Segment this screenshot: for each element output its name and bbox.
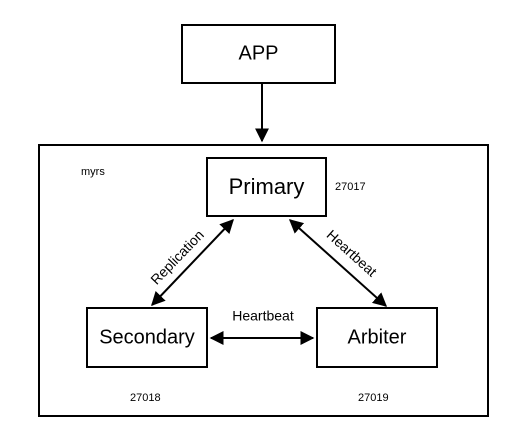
secondary-node-label: Secondary xyxy=(99,326,195,348)
arbiter-node-box xyxy=(316,307,438,368)
primary-port: 27017 xyxy=(335,181,366,193)
secondary-arbiter-heartbeat-label: Heartbeat xyxy=(232,308,294,324)
primary-node: Primary 27017 xyxy=(206,157,366,217)
app-node-label: APP xyxy=(238,42,278,64)
arbiter-node: Arbiter 27019 xyxy=(316,307,438,404)
secondary-node-box xyxy=(86,307,208,368)
app-node: APP xyxy=(181,24,336,84)
app-node-box xyxy=(181,24,336,84)
arbiter-port: 27019 xyxy=(358,392,389,404)
secondary-port: 27018 xyxy=(130,392,161,404)
replication-arrow xyxy=(151,218,234,307)
replica-set-name: myrs xyxy=(81,166,105,178)
secondary-node: Secondary 27018 xyxy=(86,307,208,404)
primary-arbiter-heartbeat-arrow xyxy=(288,219,388,307)
primary-node-box xyxy=(206,157,327,217)
arbiter-node-label: Arbiter xyxy=(348,326,407,348)
primary-node-label: Primary xyxy=(229,174,305,199)
